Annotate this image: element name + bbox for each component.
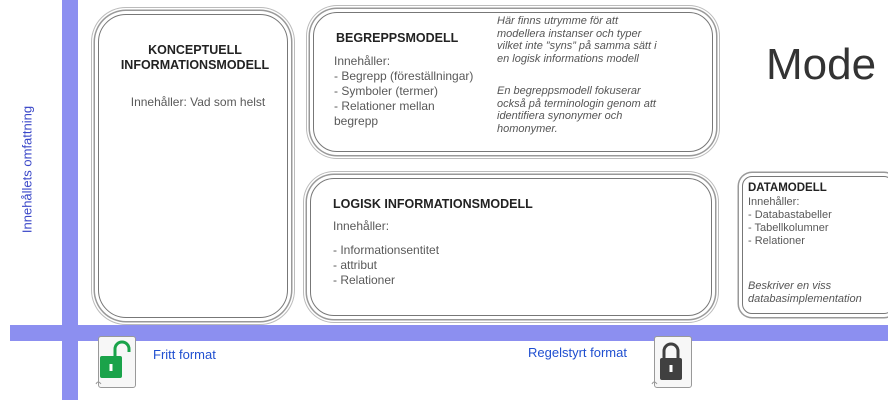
unlocked-padlock-icon — [95, 340, 131, 385]
datamodell-content: Innehåller: - Databastabeller - Tabellko… — [748, 196, 832, 247]
horizontal-axis-bar — [10, 325, 888, 341]
konceptuell-title: KONCEPTUELL INFORMATIONSMODELL — [120, 43, 270, 72]
logisk-items: - Informationsentitet - attribut - Relat… — [333, 243, 440, 287]
datamodell-box: DATAMODELL Innehåller: - Databastabeller… — [742, 176, 888, 314]
fritt-format-scroll — [94, 334, 136, 388]
begreppsmodell-content: Innehåller: - Begrepp (föreställningar) … — [334, 54, 474, 128]
slide-title: Mode — [766, 40, 877, 89]
datamodell-title: DATAMODELL — [748, 182, 827, 194]
begreppsmodell-title: BEGREPPSMODELL — [336, 31, 459, 45]
datamodell-note: Beskriver en viss databasimplementation — [748, 280, 862, 305]
logisk-heading: Innehåller: — [333, 219, 390, 233]
logisk-title: LOGISK INFORMATIONSMODELL — [333, 197, 533, 211]
vertical-axis-bar — [62, 0, 78, 400]
logisk-informationsmodell-box: LOGISK INFORMATIONSMODELL Innehåller: - … — [310, 178, 712, 316]
regelstyrt-format-scroll — [650, 334, 692, 388]
begreppsmodell-box: BEGREPPSMODELL Innehåller: - Begrepp (fö… — [313, 12, 713, 152]
konceptuell-content: Innehåller: Vad som helst — [130, 95, 266, 109]
regelstyrt-format-label: Regelstyrt format — [528, 345, 627, 360]
locked-padlock-icon — [651, 342, 682, 385]
begreppsmodell-note-2: En begreppsmodell fokuserar också på ter… — [497, 85, 656, 135]
fritt-format-label: Fritt format — [153, 347, 216, 362]
begreppsmodell-note-1: Här finns utrymme för att modellera inst… — [497, 15, 657, 65]
konceptuell-informationsmodell-box: KONCEPTUELL INFORMATIONSMODELL Innehålle… — [98, 14, 288, 318]
